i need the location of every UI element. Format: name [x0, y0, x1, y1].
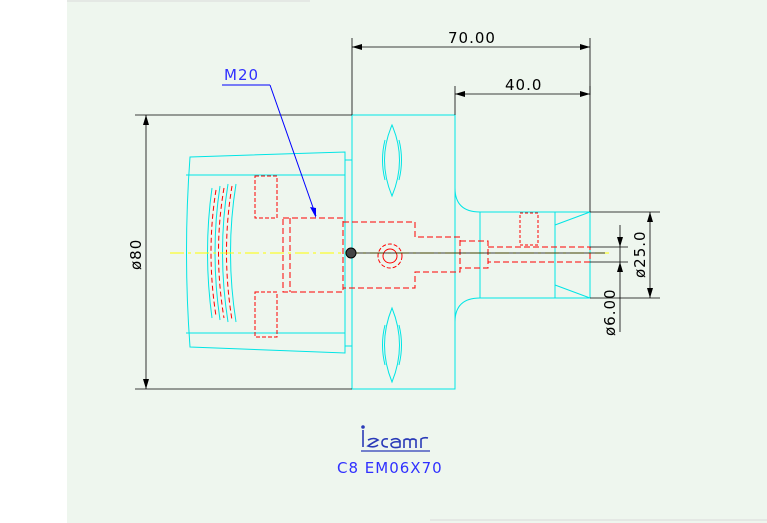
tip-chamfer	[554, 284, 591, 299]
thread-bore	[282, 217, 344, 293]
part-number: C8 EM06X70	[337, 459, 443, 477]
center-mark	[345, 247, 357, 259]
collet-body	[186, 151, 346, 354]
thread-leader	[222, 84, 317, 217]
shank	[454, 115, 556, 389]
dim-bore-diameter: ø6.00	[601, 288, 619, 336]
through-bore	[343, 221, 461, 289]
thread-label: M20	[224, 66, 259, 84]
screw-top	[254, 175, 278, 219]
leader-arrow	[310, 207, 316, 218]
tip-bore	[460, 240, 489, 269]
dim-shank-length: 40.0	[505, 76, 542, 94]
rib-hidden	[218, 187, 225, 319]
tip-bore	[488, 246, 591, 263]
slot-top	[398, 139, 402, 181]
drawing-panel	[67, 0, 767, 523]
rib-hidden	[210, 189, 217, 317]
tip-chamfer	[554, 211, 591, 226]
slot-bottom	[384, 306, 400, 384]
dim-tip-diameter: ø25.0	[631, 230, 649, 278]
slot-top	[382, 139, 386, 181]
dim-overall-length: 70.00	[448, 29, 496, 47]
cross-hole-inner	[382, 248, 398, 264]
logo-dot	[361, 425, 365, 429]
slot-bottom	[398, 324, 402, 366]
dimension-arrows	[143, 44, 653, 389]
slot-top	[384, 123, 400, 198]
screw-bottom	[254, 291, 278, 338]
iscar-logo	[362, 430, 429, 449]
cross-hole	[377, 243, 403, 269]
slot-bottom	[382, 324, 386, 366]
dim-body-diameter: ø80	[127, 239, 145, 270]
dimension-lines	[135, 38, 660, 390]
